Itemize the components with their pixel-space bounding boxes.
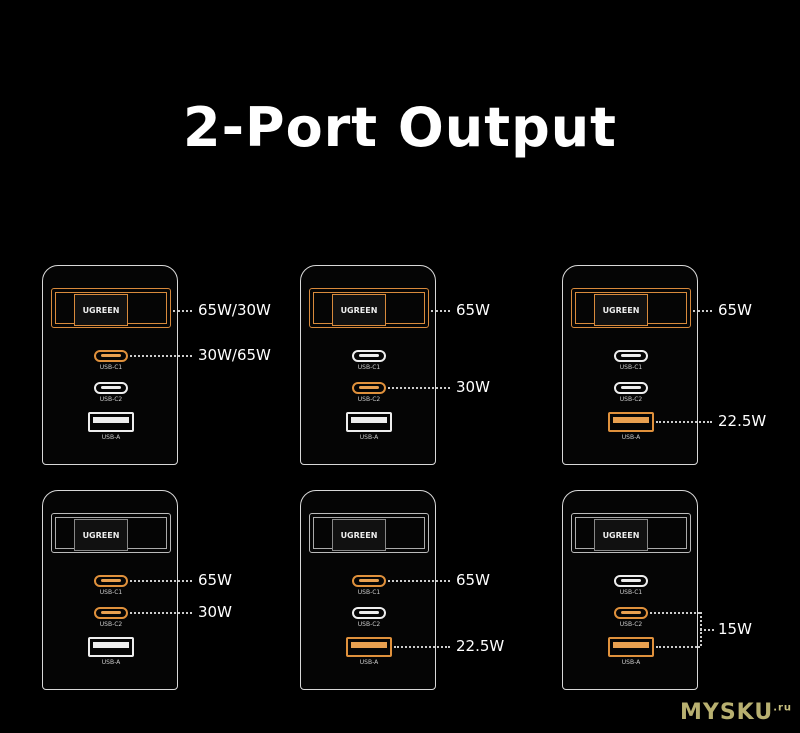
ugreen-plug-logo: UGREEN: [332, 519, 386, 551]
port-c2: [614, 607, 648, 619]
port-c1: [352, 575, 386, 587]
output-connector: [130, 355, 192, 357]
usb-a-adapter-slot: UGREEN: [571, 513, 691, 553]
output-wattage: 22.5W: [718, 412, 767, 430]
port-label-c1: USB-C1: [619, 364, 643, 371]
ugreen-plug-logo: UGREEN: [594, 519, 648, 551]
port-c1: [94, 350, 128, 362]
output-connector: [656, 646, 700, 648]
output-wattage: 65W: [456, 571, 490, 589]
output-connector: [130, 612, 192, 614]
output-connector: [431, 310, 450, 312]
output-connector: [394, 646, 450, 648]
output-wattage: 65W: [198, 571, 232, 589]
usb-a-adapter-slot: UGREEN: [51, 513, 171, 553]
port-c1: [614, 575, 648, 587]
port-c2: [614, 382, 648, 394]
port-label-a: USB-A: [359, 659, 379, 666]
output-connector: [388, 387, 450, 389]
ugreen-plug-logo: UGREEN: [74, 294, 128, 326]
usb-a-adapter-slot: UGREEN: [571, 288, 691, 328]
output-wattage: 15W: [718, 620, 752, 638]
port-label-a: USB-A: [621, 434, 641, 441]
output-connector: [130, 580, 192, 582]
port-label-c1: USB-C1: [99, 589, 123, 596]
port-label-c2: USB-C2: [357, 621, 381, 628]
watermark-text: MYSKU: [680, 700, 774, 725]
slot-inner: UGREEN: [55, 292, 167, 326]
port-c1: [94, 575, 128, 587]
usb-a-adapter-slot: UGREEN: [51, 288, 171, 328]
port-label-c2: USB-C2: [619, 396, 643, 403]
ugreen-plug-logo: UGREEN: [74, 519, 128, 551]
page-title: 2-Port Output: [183, 96, 617, 159]
port-label-a: USB-A: [101, 434, 121, 441]
output-wattage: 30W/65W: [198, 346, 271, 364]
output-wattage: 30W: [198, 603, 232, 621]
port-label-c2: USB-C2: [619, 621, 643, 628]
usb-a-adapter-slot: UGREEN: [309, 288, 429, 328]
port-label-c1: USB-C1: [357, 589, 381, 596]
port-a: [88, 412, 134, 432]
port-c2: [94, 607, 128, 619]
slot-inner: UGREEN: [575, 292, 687, 326]
output-connector: [388, 580, 450, 582]
output-wattage: 30W: [456, 378, 490, 396]
port-label-c2: USB-C2: [99, 396, 123, 403]
output-connector: [173, 310, 192, 312]
slot-inner: UGREEN: [313, 292, 425, 326]
output-connector: [650, 612, 700, 614]
slot-inner: UGREEN: [575, 517, 687, 551]
port-label-a: USB-A: [621, 659, 641, 666]
ugreen-plug-logo: UGREEN: [332, 294, 386, 326]
output-wattage: 65W: [456, 301, 490, 319]
port-a: [88, 637, 134, 657]
port-a: [608, 412, 654, 432]
watermark: MYSKU.ru: [680, 700, 792, 725]
output-connector: [700, 629, 714, 631]
slot-inner: UGREEN: [313, 517, 425, 551]
watermark-suffix: .ru: [773, 702, 793, 714]
port-c1: [352, 350, 386, 362]
port-label-c1: USB-C1: [357, 364, 381, 371]
port-label-a: USB-A: [101, 659, 121, 666]
ugreen-plug-logo: UGREEN: [594, 294, 648, 326]
port-a: [608, 637, 654, 657]
usb-a-adapter-slot: UGREEN: [309, 513, 429, 553]
output-connector: [656, 421, 712, 423]
output-wattage: 65W: [718, 301, 752, 319]
port-label-a: USB-A: [359, 434, 379, 441]
port-a: [346, 412, 392, 432]
output-connector: [693, 310, 712, 312]
port-label-c2: USB-C2: [357, 396, 381, 403]
port-c1: [614, 350, 648, 362]
port-c2: [94, 382, 128, 394]
port-c2: [352, 607, 386, 619]
slot-inner: UGREEN: [55, 517, 167, 551]
output-wattage: 22.5W: [456, 637, 505, 655]
port-label-c2: USB-C2: [99, 621, 123, 628]
port-c2: [352, 382, 386, 394]
output-wattage: 65W/30W: [198, 301, 271, 319]
port-a: [346, 637, 392, 657]
port-label-c1: USB-C1: [99, 364, 123, 371]
port-label-c1: USB-C1: [619, 589, 643, 596]
